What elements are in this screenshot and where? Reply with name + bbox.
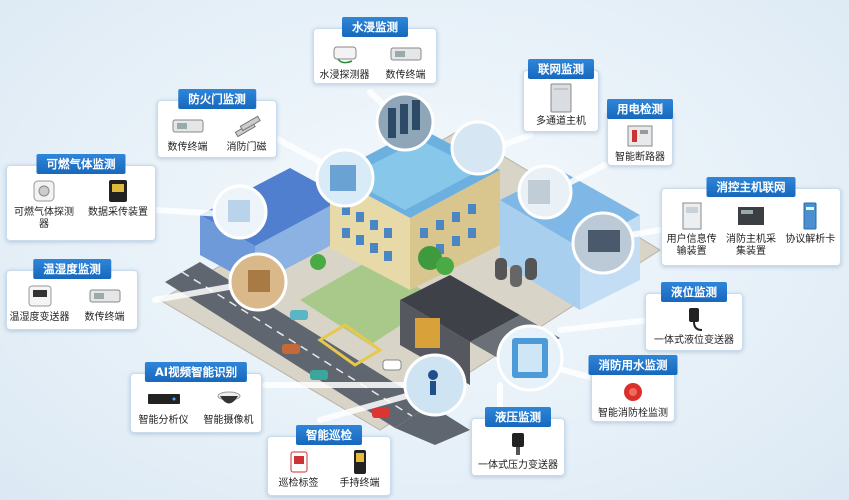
device-patrol-tag: 巡检标签 [268, 449, 329, 490]
device-data-terminal: 数传终端 [72, 283, 137, 324]
analyzer-icon [144, 386, 184, 412]
device-pressure-transmitter: 一体式压力变送器 [473, 431, 563, 472]
panel-title: 消防用水监测 [588, 355, 678, 375]
panel-power-monitoring: 用电检测 智能断路器 [607, 99, 673, 166]
center-roof-green [345, 140, 480, 210]
panel-firedoor-monitoring: 防火门监测 数传终端 消防门磁 [157, 89, 277, 158]
panel-title: 可燃气体监测 [36, 154, 126, 174]
panel-fire-host-network: 消控主机联网 用户信息传输装置 消防主机采集装置 协议解析卡 [661, 177, 841, 266]
patrol-tag-icon [279, 449, 319, 475]
device-data-terminal: 数传终端 [375, 41, 436, 82]
panel-title: 智能巡检 [296, 425, 362, 445]
camera-icon [209, 386, 249, 412]
door-magnet-icon [227, 113, 267, 139]
hydrant-monitor-icon [613, 379, 653, 405]
handheld-terminal-icon [340, 449, 380, 475]
data-terminal-icon [168, 113, 208, 139]
device-analyzer: 智能分析仪 [131, 386, 196, 427]
right-building-front [500, 200, 580, 310]
panel-water-monitoring: 水浸监测 水浸探测器 数传终端 [313, 17, 437, 84]
data-terminal-icon [386, 41, 426, 67]
device-multi-channel-host: 多通道主机 [525, 83, 597, 128]
level-transmitter-icon [674, 306, 714, 332]
panel-title: 液压监测 [485, 407, 551, 427]
device-fire-host-collector: 消防主机采集装置 [722, 201, 780, 258]
panel-title: 消控主机联网 [706, 177, 796, 197]
network-bubble [450, 120, 506, 176]
device-smart-breaker: 智能断路器 [608, 123, 672, 164]
panel-title: 液位监测 [661, 282, 727, 302]
device-camera: 智能摄像机 [196, 386, 261, 427]
data-collector-icon [98, 178, 138, 204]
panel-pressure-monitoring: 液压监测 一体式压力变送器 [471, 407, 565, 476]
device-data-terminal: 数传终端 [158, 113, 217, 154]
panel-humidity-monitoring: 温湿度监测 温湿度变送器 数传终端 [6, 259, 138, 330]
device-info-transmitter: 用户信息传输装置 [663, 201, 721, 258]
water-sensor-icon [325, 41, 365, 67]
device-humidity-transmitter: 温湿度变送器 [7, 283, 72, 324]
device-hydrant-monitor: 智能消防栓监测 [592, 379, 674, 420]
device-gas-detector: 可燃气体探测器 [8, 178, 80, 231]
panel-network-monitoring: 联网监测 多通道主机 [523, 59, 599, 132]
device-handheld-terminal: 手持终端 [329, 449, 390, 490]
device-data-collector: 数据采传装置 [82, 178, 154, 219]
gas-detector-icon [24, 178, 64, 204]
panel-title: 联网监测 [528, 59, 594, 79]
warehouse-roof [400, 275, 520, 342]
device-level-transmitter: 一体式液位变送器 [649, 306, 739, 347]
fire-host-collector-icon [731, 201, 771, 231]
panel-level-monitoring: 液位监测 一体式液位变送器 [645, 282, 743, 351]
multi-channel-host-icon [541, 83, 581, 113]
smart-breaker-icon [620, 123, 660, 149]
panel-title: 防火门监测 [178, 89, 256, 109]
device-water-sensor: 水浸探测器 [314, 41, 375, 82]
panel-title: 用电检测 [607, 99, 673, 119]
panel-smart-patrol: 智能巡检 巡检标签 手持终端 [267, 425, 391, 496]
yellow-marking [317, 323, 383, 367]
road-side [395, 405, 470, 445]
panel-hydrant-monitoring: 消防用水监测 智能消防栓监测 [588, 355, 678, 422]
data-terminal-icon [85, 283, 125, 309]
info-transmitter-icon [672, 201, 712, 231]
panel-title: 水浸监测 [342, 17, 408, 37]
humidity-transmitter-icon [20, 283, 60, 309]
panel-title: AI视频智能识别 [144, 362, 248, 382]
device-protocol-card: 协议解析卡 [781, 201, 839, 246]
protocol-card-icon [790, 201, 830, 231]
device-door-magnet: 消防门磁 [217, 113, 276, 154]
pressure-transmitter-icon [498, 431, 538, 457]
panel-ai-video: AI视频智能识别 智能分析仪 智能摄像机 [130, 362, 262, 433]
panel-gas-monitoring: 可燃气体监测 可燃气体探测器 数据采传装置 [6, 154, 156, 241]
panel-title: 温湿度监测 [33, 259, 111, 279]
